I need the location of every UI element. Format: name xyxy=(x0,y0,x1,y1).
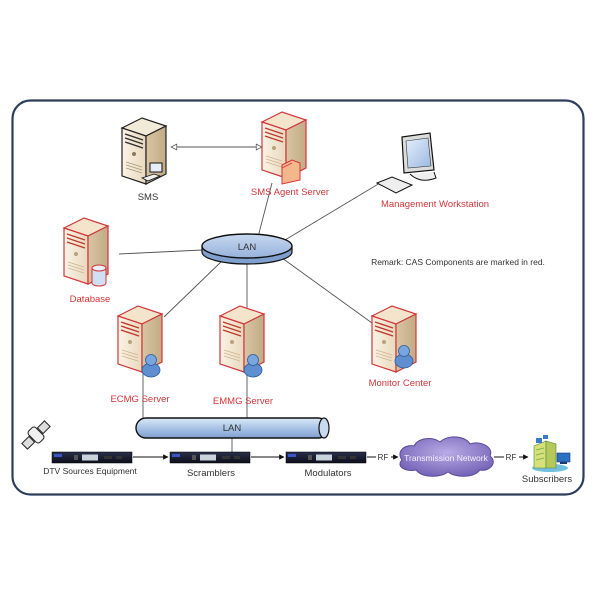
database-label: Database xyxy=(70,294,111,305)
scramblers-label: Scramblers xyxy=(187,468,235,479)
lan-hub: LAN xyxy=(201,233,293,265)
lan-label: LAN xyxy=(238,242,257,253)
subscribers-node[interactable]: Subscribers xyxy=(522,435,572,485)
management-workstation-node[interactable]: Management Workstation xyxy=(375,132,489,210)
diagram-frame xyxy=(11,99,585,496)
workstation-mini-icon xyxy=(140,162,163,182)
sms-agent-server-node[interactable]: SMS Agent Server xyxy=(251,111,329,198)
rack-unit-icon xyxy=(51,451,133,464)
remark-text: Remark: CAS Components are marked in red… xyxy=(371,257,545,267)
satellite-node xyxy=(21,420,51,450)
network-links xyxy=(118,147,381,452)
rf-label-bg xyxy=(504,452,519,461)
server-icon xyxy=(121,117,167,185)
emmg-server-label: EMMG Server xyxy=(213,396,273,407)
workstation-icon xyxy=(375,132,437,194)
dtv-sources-node[interactable]: DTV Sources Equipment xyxy=(43,451,137,476)
satellite-icon xyxy=(21,420,51,450)
transmission-network-label: Transmission Network xyxy=(404,453,489,463)
modulators-label: Modulators xyxy=(305,468,352,479)
lan-bus-label: LAN xyxy=(223,423,242,434)
subscribers-label: Subscribers xyxy=(522,474,572,485)
scramblers-node[interactable]: Scramblers xyxy=(169,451,251,479)
emmg-server-node[interactable]: EMMG Server xyxy=(213,305,273,407)
sms-label: SMS xyxy=(138,192,159,203)
rf-label-1: RF xyxy=(378,453,389,462)
building-tv-icon xyxy=(532,435,571,472)
monitor-center-label: Monitor Center xyxy=(369,378,432,389)
monitor-center-node[interactable]: Monitor Center xyxy=(369,305,432,389)
database-cylinder-icon xyxy=(91,264,107,287)
database-to-lan-link xyxy=(118,249,203,255)
ecmg-server-label: ECMG Server xyxy=(110,394,169,405)
lan-bus: LAN xyxy=(135,417,330,439)
lan-to-ecmg-link xyxy=(163,259,224,318)
agent-module-icon xyxy=(281,159,301,185)
rf-label-2: RF xyxy=(506,453,517,462)
dtv-sources-label: DTV Sources Equipment xyxy=(43,466,137,476)
workstation-to-lan-link xyxy=(284,182,381,241)
agent-to-lan-link xyxy=(257,182,273,238)
lan-disc-icon xyxy=(201,233,293,259)
ecmg-server-node[interactable]: ECMG Server xyxy=(110,305,170,405)
lan-to-monitor-link xyxy=(281,257,373,324)
sms-agent-server-label: SMS Agent Server xyxy=(251,187,329,198)
management-workstation-label: Management Workstation xyxy=(381,199,489,210)
rack-unit-icon xyxy=(285,451,367,464)
transmission-network-node[interactable]: Transmission Network xyxy=(399,436,494,477)
sms-node[interactable]: SMS xyxy=(121,117,167,203)
modulators-node[interactable]: Modulators xyxy=(285,451,367,479)
database-node[interactable]: Database xyxy=(63,217,111,305)
rack-unit-icon xyxy=(169,451,251,464)
rf-label-bg xyxy=(376,452,391,461)
cloud-icon xyxy=(399,436,494,477)
